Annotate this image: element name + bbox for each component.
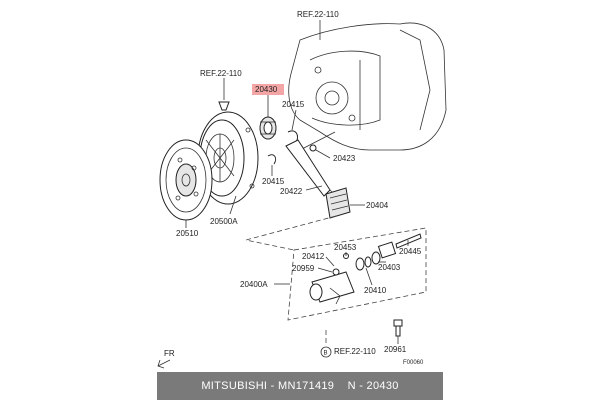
parts-diagram: REF.22-110 REF.22-110 20430 20415 20423 … bbox=[157, 10, 447, 369]
label-20412: 20412 bbox=[302, 252, 325, 261]
pivot-bolt bbox=[309, 144, 317, 152]
ref-marker-letter: B bbox=[324, 351, 328, 357]
label-20430: 20430 bbox=[255, 85, 278, 94]
label-20423: 20423 bbox=[333, 154, 356, 163]
piston-parts bbox=[355, 233, 422, 271]
figure-code: F00060 bbox=[403, 360, 424, 366]
clip-top bbox=[287, 130, 299, 143]
label-20404: 20404 bbox=[366, 201, 389, 210]
label-20500A: 20500A bbox=[210, 217, 238, 226]
boot bbox=[325, 187, 351, 219]
footer-bar: MITSUBISHI - MN171419 N - 20430 bbox=[157, 372, 443, 400]
label-20453: 20453 bbox=[334, 243, 357, 252]
label-20959: 20959 bbox=[292, 264, 315, 273]
label-20445: 20445 bbox=[399, 247, 422, 256]
label-20961: 20961 bbox=[384, 345, 407, 354]
footer-brand: MITSUBISHI bbox=[201, 380, 268, 392]
dowel-pin bbox=[218, 101, 230, 111]
footer-gap bbox=[334, 380, 347, 392]
ref-left-label: REF.22-110 bbox=[200, 69, 242, 78]
label-20422: 20422 bbox=[280, 187, 303, 196]
clutch-disc bbox=[159, 139, 213, 221]
bolt-20961 bbox=[393, 319, 403, 337]
footer-separator: - bbox=[267, 380, 278, 392]
label-20415-top: 20415 bbox=[282, 100, 305, 109]
clip-bottom bbox=[267, 154, 277, 165]
release-bearing bbox=[259, 116, 277, 140]
footer-part-number: MN171419 bbox=[277, 380, 335, 392]
bleeder-nipple bbox=[332, 268, 340, 276]
assembly-outline bbox=[245, 215, 427, 321]
diagram-canvas: REF.22-110 REF.22-110 20430 20415 20423 … bbox=[157, 10, 447, 369]
ref-bottom-label: REF.22-110 bbox=[334, 347, 376, 356]
label-20403: 20403 bbox=[378, 263, 401, 272]
transmission-housing bbox=[288, 22, 447, 151]
label-20510: 20510 bbox=[176, 229, 199, 238]
label-20400A: 20400A bbox=[240, 280, 268, 289]
ref-marker-circle bbox=[320, 346, 332, 358]
direction-label: FR bbox=[164, 349, 175, 358]
slave-cylinder bbox=[309, 271, 355, 305]
direction-arrow-icon bbox=[157, 359, 171, 369]
footer-ref: N - 20430 bbox=[347, 380, 399, 392]
highlight-20430 bbox=[252, 84, 284, 95]
label-20415-bottom: 20415 bbox=[262, 177, 285, 186]
ref-top-label: REF.22-110 bbox=[297, 10, 339, 19]
label-20410: 20410 bbox=[364, 286, 387, 295]
